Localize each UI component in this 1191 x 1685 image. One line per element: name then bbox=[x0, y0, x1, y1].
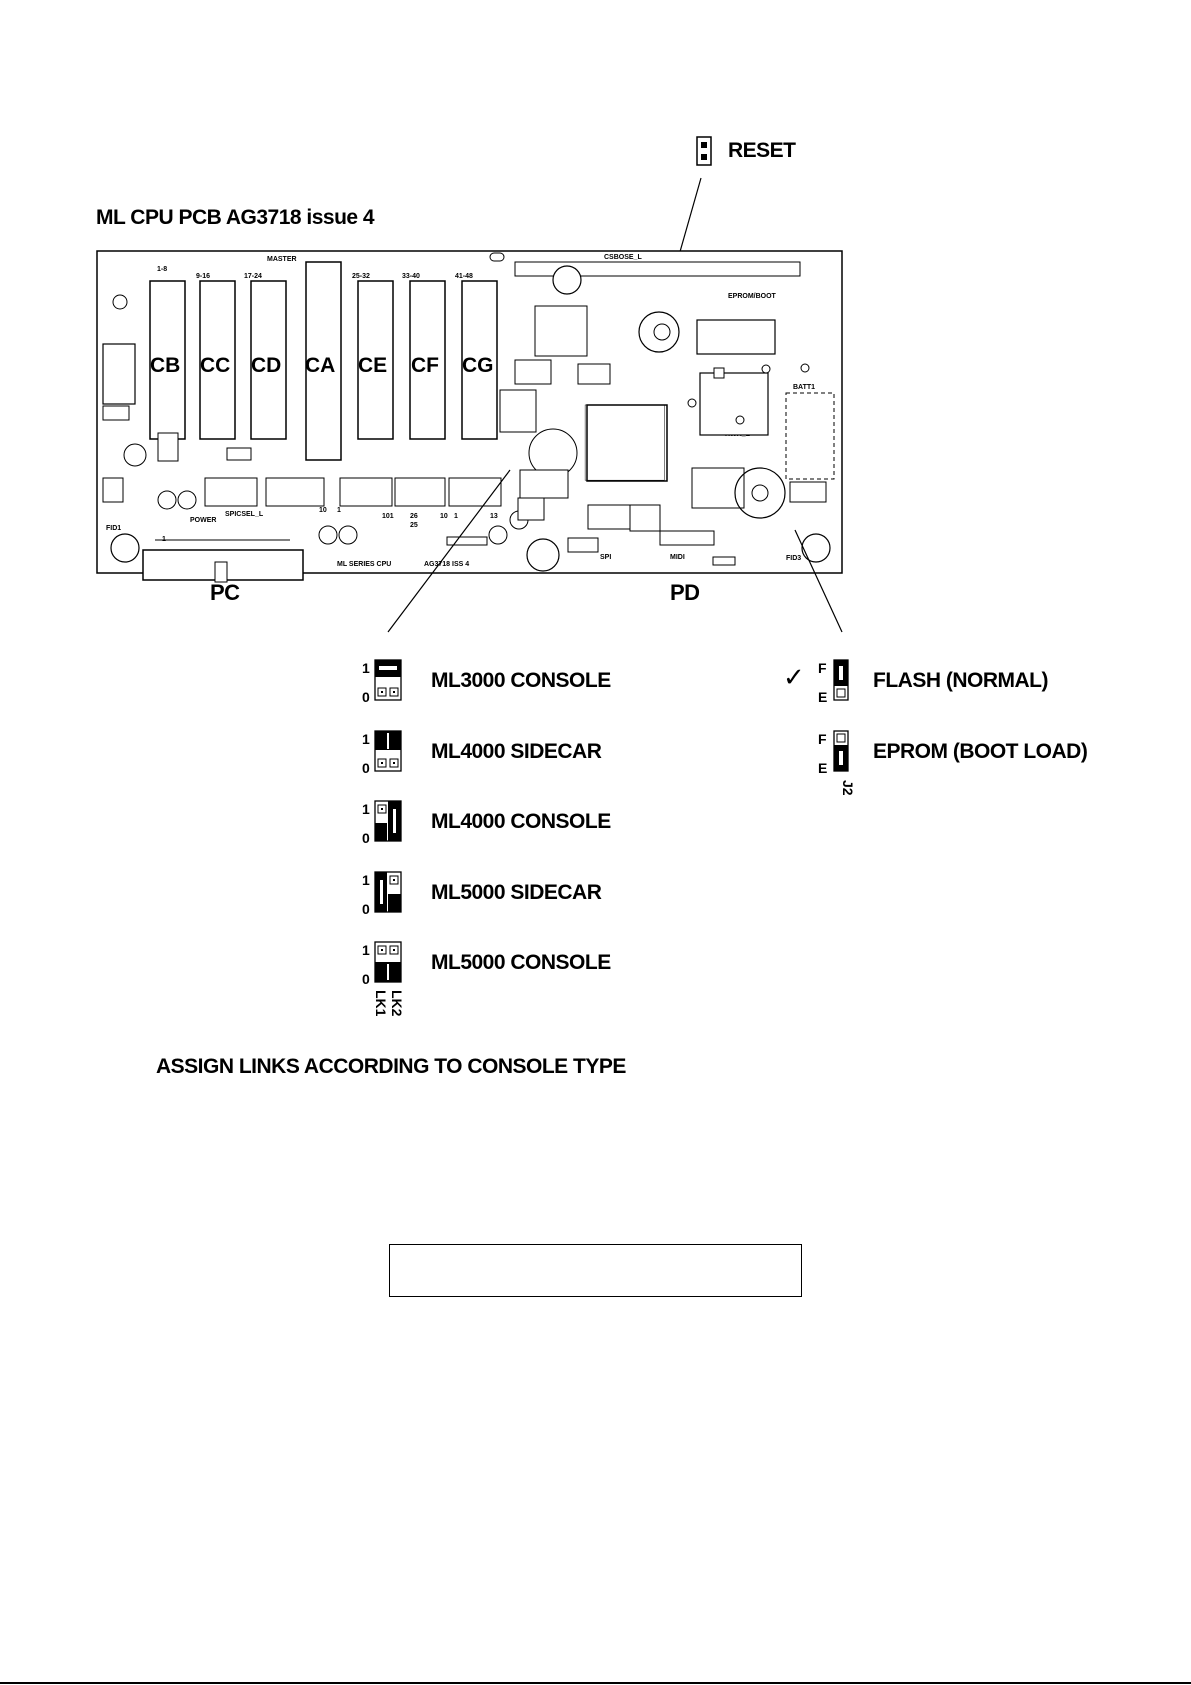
j2-diagram-1 bbox=[833, 659, 849, 701]
console-link-diagrams bbox=[374, 659, 402, 983]
svg-text:101: 101 bbox=[382, 513, 394, 520]
page-bottom-rule bbox=[0, 1682, 1191, 1684]
connector-pc-label: PC bbox=[210, 580, 240, 605]
option-eprom-boot-load: EPROM (BOOT LOAD) bbox=[873, 740, 1088, 763]
svg-text:1-8: 1-8 bbox=[157, 266, 167, 273]
boot-link-diagrams bbox=[833, 659, 849, 772]
j2-label: J2 bbox=[840, 780, 856, 796]
svg-text:MIDI: MIDI bbox=[670, 554, 685, 561]
assign-links-note: ASSIGN LINKS ACCORDING TO CONSOLE TYPE bbox=[156, 1055, 626, 1078]
j2-diagram-2 bbox=[833, 730, 849, 772]
svg-text:17-24: 17-24 bbox=[244, 273, 262, 280]
svg-text:BATT1: BATT1 bbox=[793, 384, 815, 391]
ic-label-ce: CE bbox=[358, 354, 387, 377]
diagram-title: ML CPU PCB AG3718 issue 4 bbox=[96, 206, 375, 229]
lk2-label: LK2 bbox=[389, 990, 405, 1017]
svg-text:1: 1 bbox=[337, 507, 341, 514]
ic-label-cd: CD bbox=[251, 354, 281, 377]
option-ml4000-console: ML4000 CONSOLE bbox=[431, 810, 611, 833]
option-flash-normal: FLASH (NORMAL) bbox=[873, 669, 1048, 692]
svg-text:SPI: SPI bbox=[600, 554, 611, 561]
lk1-label: LK1 bbox=[373, 990, 389, 1017]
reset-jumper-icon bbox=[696, 136, 712, 166]
option-ml3000-console: ML3000 CONSOLE bbox=[431, 669, 611, 692]
link-diagram-4 bbox=[374, 871, 402, 913]
link-diagram-5 bbox=[374, 941, 402, 983]
svg-text:POWER: POWER bbox=[190, 517, 216, 524]
ic-label-ca: CA bbox=[305, 354, 335, 377]
ic-label-cf: CF bbox=[411, 354, 439, 377]
svg-text:FID3: FID3 bbox=[786, 555, 801, 562]
ic-label-cg: CG bbox=[462, 354, 494, 377]
svg-text:25-32: 25-32 bbox=[352, 273, 370, 280]
svg-text:41-48: 41-48 bbox=[455, 273, 473, 280]
svg-text:FID1: FID1 bbox=[106, 525, 121, 532]
link-diagram-1 bbox=[374, 659, 402, 701]
svg-text:SPICSEL_L: SPICSEL_L bbox=[225, 511, 264, 518]
lk-leader-line bbox=[387, 469, 511, 633]
checkmark-icon: ✓ bbox=[783, 662, 805, 692]
option-ml4000-sidecar: ML4000 SIDECAR bbox=[431, 740, 602, 763]
ic-label-cc: CC bbox=[200, 354, 230, 377]
svg-text:MASTER: MASTER bbox=[267, 256, 297, 263]
svg-text:25: 25 bbox=[410, 522, 418, 529]
link-diagram-2 bbox=[374, 730, 402, 772]
svg-text:10: 10 bbox=[440, 513, 448, 520]
svg-text:13: 13 bbox=[490, 513, 498, 520]
svg-text:33-40: 33-40 bbox=[402, 273, 420, 280]
option-ml5000-console: ML5000 CONSOLE bbox=[431, 951, 611, 974]
svg-text:26: 26 bbox=[410, 513, 418, 520]
svg-text:10: 10 bbox=[319, 507, 327, 514]
svg-text:ML SERIES CPU: ML SERIES CPU bbox=[337, 561, 391, 568]
ic-packages: CB CC CD CA CE CF CG bbox=[149, 261, 498, 461]
j2-leader-line bbox=[794, 529, 843, 633]
connector-pd-label: PD bbox=[670, 580, 700, 605]
option-ml5000-sidecar: ML5000 SIDECAR bbox=[431, 881, 602, 904]
svg-text:9-16: 9-16 bbox=[196, 273, 210, 280]
svg-text:EPROM/BOOT: EPROM/BOOT bbox=[728, 293, 777, 300]
svg-text:CSBOSE_L: CSBOSE_L bbox=[604, 254, 642, 261]
ic-label-cb: CB bbox=[150, 354, 180, 377]
svg-text:AG3718 ISS 4: AG3718 ISS 4 bbox=[424, 561, 469, 568]
empty-text-box bbox=[389, 1244, 802, 1297]
svg-text:1: 1 bbox=[454, 513, 458, 520]
reset-label: RESET bbox=[728, 139, 796, 162]
link-diagram-3 bbox=[374, 800, 402, 842]
